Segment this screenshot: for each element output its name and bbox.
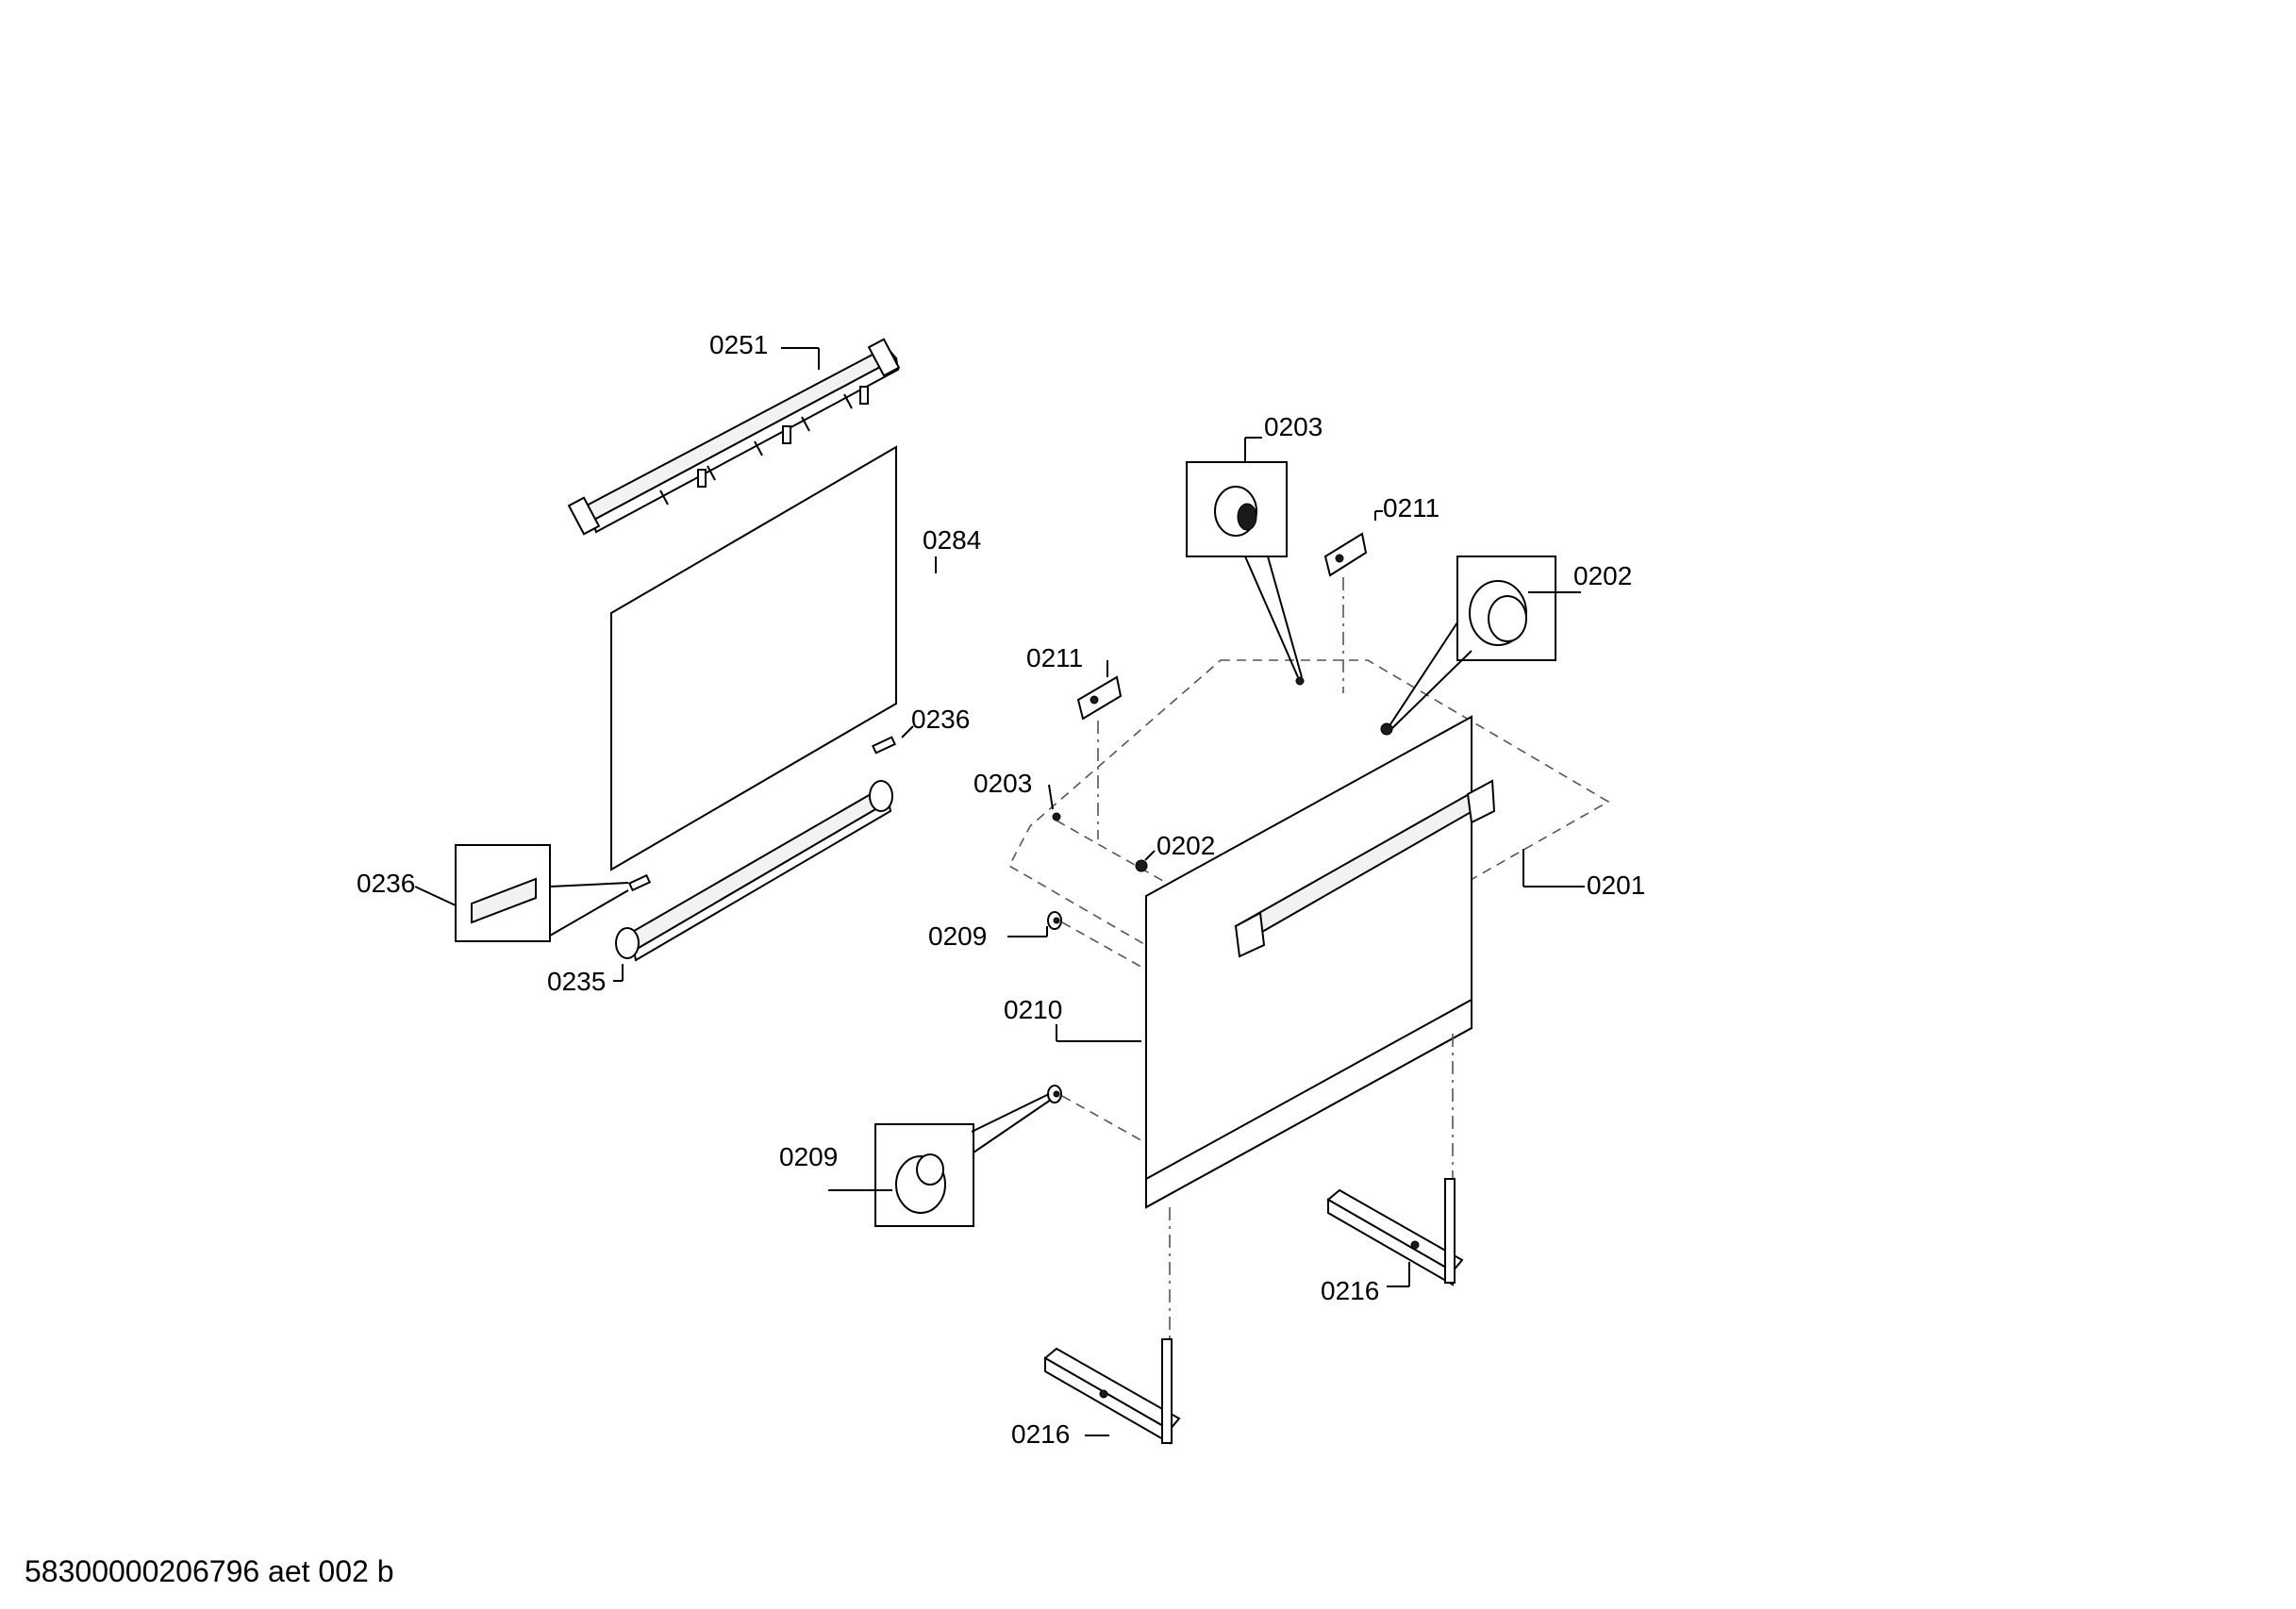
label-0216-right: 0216 (1321, 1276, 1379, 1305)
drawing-reference-code: 58300000206796 aet 002 b (25, 1554, 394, 1588)
part-0211-bracket-left (1076, 675, 1123, 721)
part-0251-top-trim (567, 338, 901, 536)
label-0202-top: 0202 (1573, 561, 1632, 590)
part-0216-hinge-right (1326, 1178, 1464, 1286)
part-0203-screw-left (1052, 812, 1061, 821)
part-0209-knob-middle (1047, 911, 1062, 930)
leader-0236-left (414, 886, 457, 906)
label-0203-top: 0203 (1264, 412, 1323, 441)
part-0216-hinge-lower (1043, 1338, 1181, 1445)
label-0202-left: 0202 (1156, 831, 1215, 860)
part-0236-clip-right (872, 736, 896, 755)
label-0209-lower: 0209 (779, 1142, 838, 1171)
label-0210: 0210 (1004, 995, 1062, 1024)
label-0284: 0284 (923, 525, 981, 555)
label-0211-left: 0211 (1026, 643, 1083, 672)
label-0251: 0251 (709, 330, 768, 359)
part-0235-lower-trim (615, 780, 893, 962)
part-0236-clip-left (627, 873, 652, 892)
detail-box-0209 (874, 1093, 1052, 1227)
part-0284-glass-pane (610, 445, 897, 871)
label-0235: 0235 (547, 967, 606, 996)
detail-box-0202 (1389, 556, 1556, 729)
part-0202-knob-left (1135, 859, 1148, 872)
label-0216-lower: 0216 (1011, 1419, 1070, 1449)
leader-0236-right (901, 725, 914, 738)
door-handle (1234, 779, 1496, 958)
label-0236-right: 0236 (911, 705, 970, 734)
label-0203-left: 0203 (973, 769, 1032, 798)
part-0211-bracket-top (1323, 532, 1368, 577)
part-0202-knob-top (1380, 722, 1393, 736)
label-0201: 0201 (1587, 871, 1645, 900)
part-0203-screw-top (1295, 676, 1305, 686)
detail-box-0236 (455, 844, 629, 942)
detail-box-0203 (1186, 461, 1303, 678)
label-0211-top: 0211 (1383, 493, 1439, 523)
leader-0202-left (1144, 850, 1156, 861)
label-0209-middle: 0209 (928, 921, 987, 951)
part-0201-door-panel (1145, 715, 1472, 1209)
leader-0203-left (1048, 784, 1054, 810)
label-0236-left: 0236 (357, 869, 415, 898)
